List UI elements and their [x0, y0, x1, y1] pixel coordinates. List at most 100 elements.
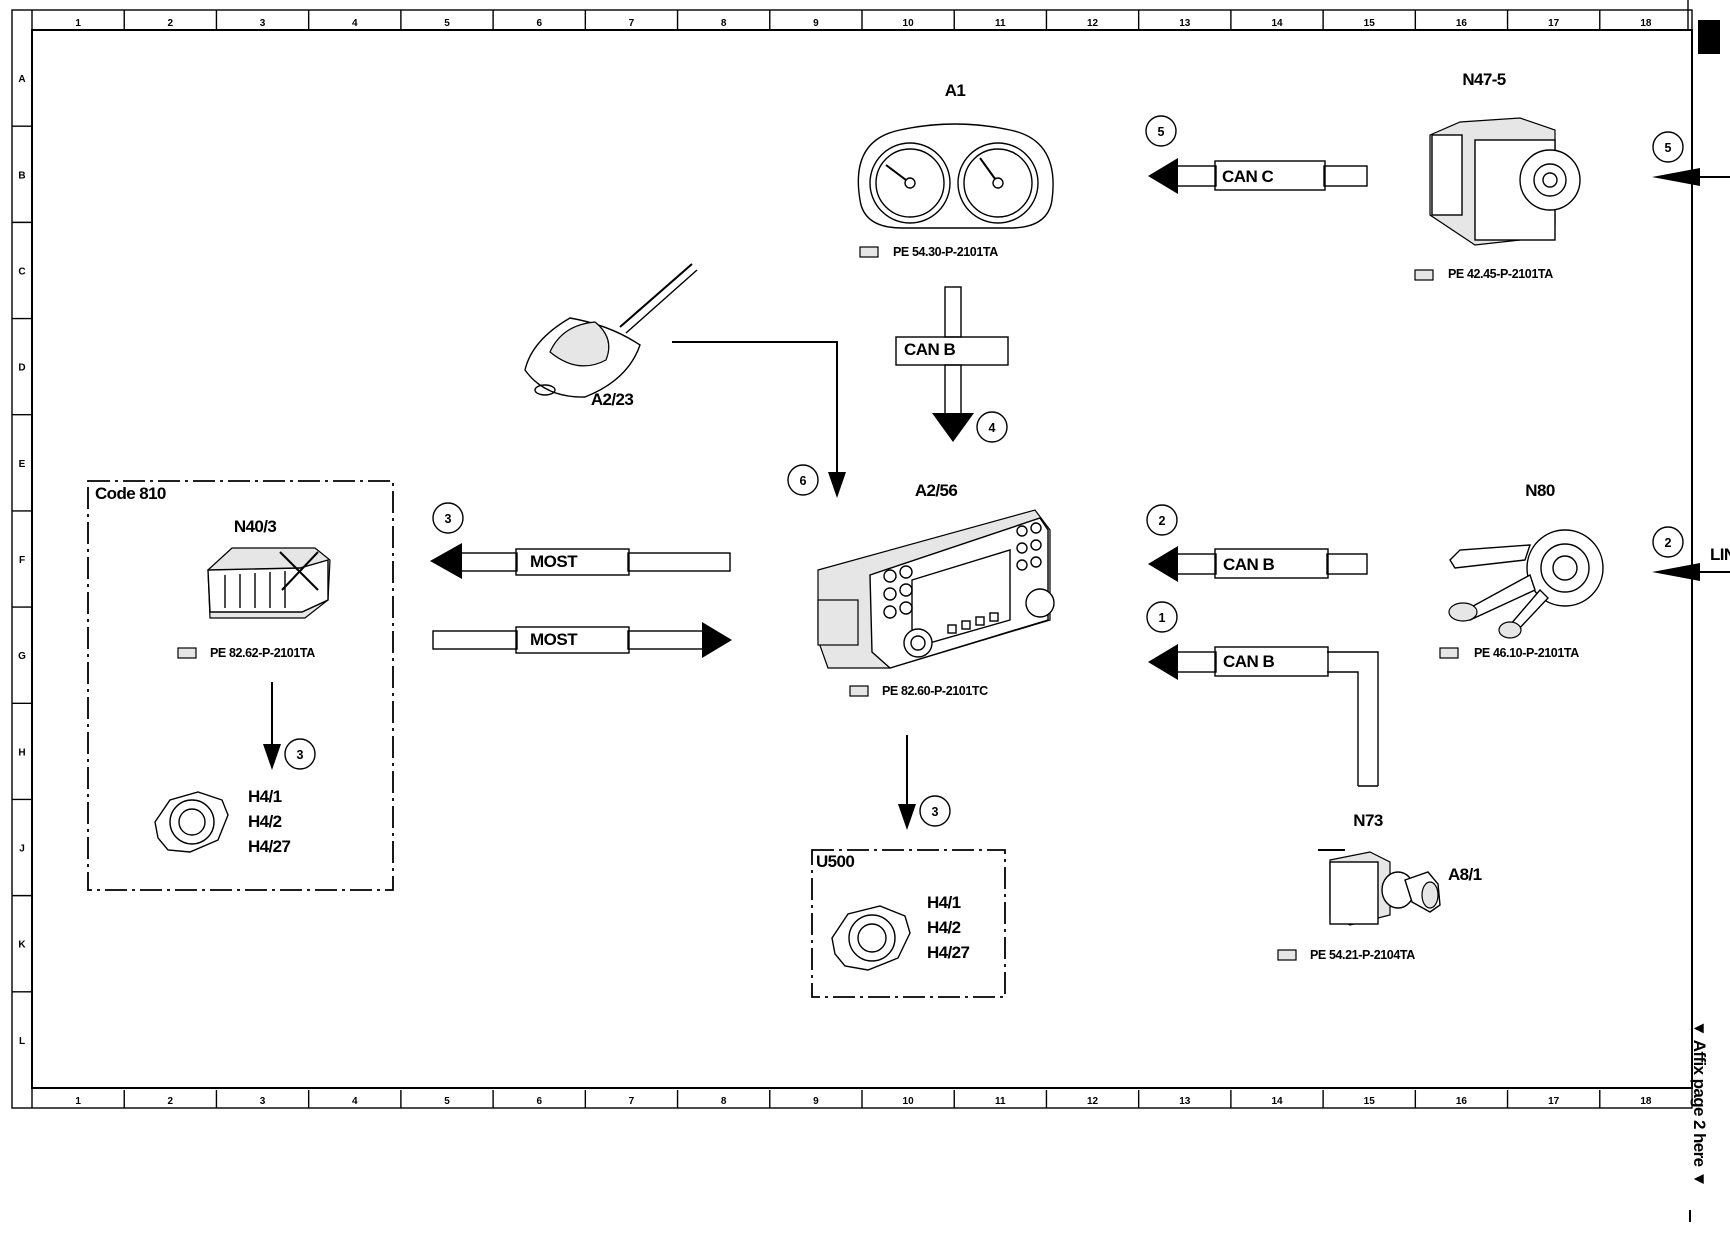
n47-5-ref: PE 42.45-P-2101TA [1448, 267, 1553, 281]
edge-arrow-top: 5 [1652, 131, 1730, 186]
grid-column-bottom-label: 16 [1456, 1096, 1468, 1107]
u500-label: U500 [816, 852, 854, 871]
grid-row-label: J [19, 844, 25, 855]
grid-column-bottom-label: 1 [75, 1096, 81, 1107]
grid-column-top-label: 3 [260, 18, 266, 29]
u500-speaker-1: H4/1 [927, 893, 961, 912]
code-810-speaker-2: H4/2 [248, 812, 282, 831]
grid-column-bottom-label: 14 [1271, 1096, 1283, 1107]
grid-column-top-label: 4 [352, 18, 358, 29]
grid-column-top-label: 1 [75, 18, 81, 29]
abs-module-n47-5: N47-5 PE 42.45-P-2101TA [1414, 70, 1581, 281]
most-out-label: MOST [530, 552, 578, 571]
grid-column-top-label: 14 [1271, 18, 1283, 29]
can-b-a1-label: CAN B [904, 340, 956, 359]
marker-can-c: 5 [1158, 125, 1165, 139]
code-810-speaker-1: H4/1 [248, 787, 282, 806]
marker-n40-speaker: 3 [297, 748, 304, 762]
a2-56-ref: PE 82.60-P-2101TC [882, 684, 988, 698]
n80-label: N80 [1525, 481, 1555, 500]
lin-label: LIN [1710, 545, 1730, 564]
n73-ref: PE 54.21-P-2104TA [1310, 948, 1415, 962]
grid-row-label: K [18, 940, 26, 951]
instrument-cluster-a1: A1 PE 54.30-P-2101TA [857, 81, 1054, 259]
grid-row-label: C [18, 266, 25, 277]
code-810-speaker-3: H4/27 [248, 837, 291, 856]
grid-column-bottom-label: 6 [536, 1096, 542, 1107]
grid-row-label: E [19, 459, 26, 470]
u500-speaker-2: H4/2 [927, 918, 961, 937]
reference-icon [849, 685, 869, 697]
n40-3-label: N40/3 [234, 517, 277, 536]
grid-column-bottom-label: 8 [721, 1096, 727, 1107]
steering-module-n80: N80 PE 46.10-P-2101TA [1439, 481, 1604, 660]
reference-icon [1414, 269, 1434, 281]
most-bus-in: MOST [432, 622, 732, 658]
code-810-label: Code 810 [95, 484, 166, 503]
can-b-bus-n73: CAN B 1 [1146, 601, 1379, 787]
gps-antenna-a2-23: A2/23 6 [524, 263, 846, 498]
grid-column-top-label: 6 [536, 18, 542, 29]
grid-column-top-label: 5 [444, 18, 450, 29]
grid-column-bottom-label: 4 [352, 1096, 358, 1107]
grid-column-top-label: 13 [1179, 18, 1191, 29]
marker-edge-top: 5 [1665, 141, 1672, 155]
reference-icon [177, 647, 197, 659]
grid-column-top-label: 12 [1087, 18, 1099, 29]
grid-column-bottom-label: 18 [1640, 1096, 1652, 1107]
n73-label: N73 [1353, 811, 1383, 830]
grid-column-bottom-label: 5 [444, 1096, 450, 1107]
u500-group: 3 U500 H4/1 H4/2 H4/27 [811, 735, 1006, 998]
u500-speaker-3: H4/27 [927, 943, 970, 962]
grid-column-bottom-label: 12 [1087, 1096, 1099, 1107]
grid-column-top-label: 8 [721, 18, 727, 29]
grid-column-bottom-label: 9 [813, 1096, 819, 1107]
grid-column-top-label: 2 [168, 18, 174, 29]
a1-ref: PE 54.30-P-2101TA [893, 245, 998, 259]
grid-row-label: L [19, 1036, 25, 1047]
grid-column-top-label: 10 [903, 18, 915, 29]
n80-ref: PE 46.10-P-2101TA [1474, 646, 1579, 660]
grid-column-top-label: 11 [995, 18, 1006, 29]
a8-1-label: A8/1 [1448, 865, 1482, 884]
grid-column-bottom-label: 2 [168, 1096, 174, 1107]
code-810-group: Code 810 N40/3 PE 82.62-P-2101TA 3 H4/1 … [87, 480, 394, 891]
reference-icon [1439, 647, 1459, 659]
grid-column-bottom-label: 17 [1548, 1096, 1560, 1107]
can-b-bus-n80: CAN B 2 [1146, 504, 1368, 582]
marker-can-b-n73: 1 [1159, 611, 1166, 625]
grid-row-label: G [18, 651, 26, 662]
reference-icon [859, 246, 879, 258]
grid-column-bottom-label: 13 [1179, 1096, 1191, 1107]
most-bus-out: MOST 3 [430, 502, 731, 579]
can-c-label: CAN C [1222, 167, 1274, 186]
can-b-bus-a1: CAN B 4 [895, 286, 1009, 443]
grid-row-label: B [18, 170, 25, 181]
grid-column-top-label: 7 [629, 18, 635, 29]
marker-edge-mid: 2 [1665, 536, 1672, 550]
a2-56-label: A2/56 [915, 481, 958, 500]
grid-column-bottom-label: 3 [260, 1096, 266, 1107]
speaker-icon [831, 905, 911, 971]
can-c-bus: CAN C 5 [1145, 115, 1368, 194]
marker-u500-speaker: 3 [932, 805, 939, 819]
speaker-icon [154, 791, 229, 853]
grid-column-top-label: 17 [1548, 18, 1560, 29]
a2-23-label: A2/23 [591, 390, 634, 409]
grid-column-top-label: 9 [813, 18, 819, 29]
grid-row-label: A [18, 74, 25, 85]
a1-label: A1 [945, 81, 966, 100]
marker-can-b-n80: 2 [1159, 514, 1166, 528]
edge-arrow-lin: 2 LIN [1652, 526, 1730, 581]
head-unit-a2-56: A2/56 PE 82.60-P-2101TC [817, 481, 1055, 698]
n47-5-label: N47-5 [1462, 70, 1505, 89]
marker-most-out: 3 [445, 512, 452, 526]
grid-row-label: H [18, 747, 25, 758]
affix-note: ▼ Affix page 2 here ▼ [1690, 1020, 1709, 1187]
grid-column-top-label: 15 [1364, 18, 1376, 29]
grid-row-label: D [18, 363, 25, 374]
